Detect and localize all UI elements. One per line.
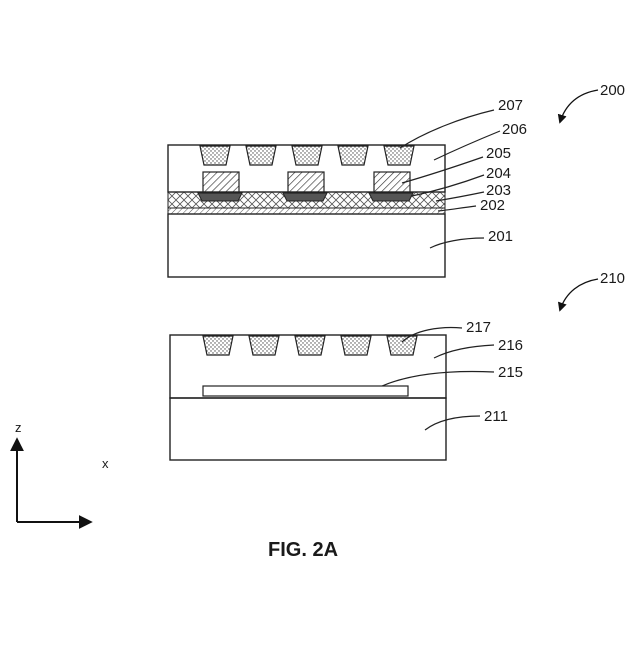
- device-200: 207 206 205 204 203 202 201 200: [168, 82, 625, 277]
- trapezoid-207-4: [338, 146, 368, 165]
- ref-210: 210: [600, 270, 625, 287]
- label-206: 206: [502, 121, 527, 138]
- device-210: 217 216 215 211 210: [170, 270, 625, 460]
- pad-204-3: [369, 193, 413, 201]
- label-202: 202: [480, 197, 505, 214]
- trapezoid-207-1: [200, 146, 230, 165]
- trapezoid-207-5: [384, 146, 414, 165]
- pad-204-1: [198, 193, 242, 201]
- leader-216: [434, 345, 494, 358]
- leader-215: [382, 372, 494, 386]
- trapezoid-217-3: [295, 336, 325, 355]
- ref-210-arrow: [560, 279, 598, 310]
- z-axis-label: z: [15, 420, 22, 435]
- block-205-1: [203, 172, 239, 193]
- label-201: 201: [488, 228, 513, 245]
- trapezoid-217-4: [341, 336, 371, 355]
- figure-caption: FIG. 2A: [268, 539, 338, 561]
- label-204: 204: [486, 165, 511, 182]
- label-215: 215: [498, 364, 523, 381]
- layer-202: [168, 208, 445, 214]
- layer-211-substrate: [170, 398, 446, 460]
- layer-201-substrate: [168, 214, 445, 277]
- label-217: 217: [466, 319, 491, 336]
- coordinate-axes: z x: [15, 420, 109, 522]
- trapezoid-217-2: [249, 336, 279, 355]
- label-207: 207: [498, 97, 523, 114]
- x-axis-label: x: [102, 456, 109, 471]
- label-205: 205: [486, 145, 511, 162]
- trapezoid-217-1: [203, 336, 233, 355]
- ref-200-arrow: [560, 90, 598, 122]
- label-211: 211: [484, 408, 508, 425]
- trapezoid-217-5: [387, 336, 417, 355]
- ref-200: 200: [600, 82, 625, 99]
- leader-207: [400, 110, 494, 148]
- trapezoid-207-3: [292, 146, 322, 165]
- plate-215: [203, 386, 408, 396]
- pad-204-2: [283, 193, 327, 201]
- trapezoid-207-2: [246, 146, 276, 165]
- block-205-2: [288, 172, 324, 193]
- label-216: 216: [498, 337, 523, 354]
